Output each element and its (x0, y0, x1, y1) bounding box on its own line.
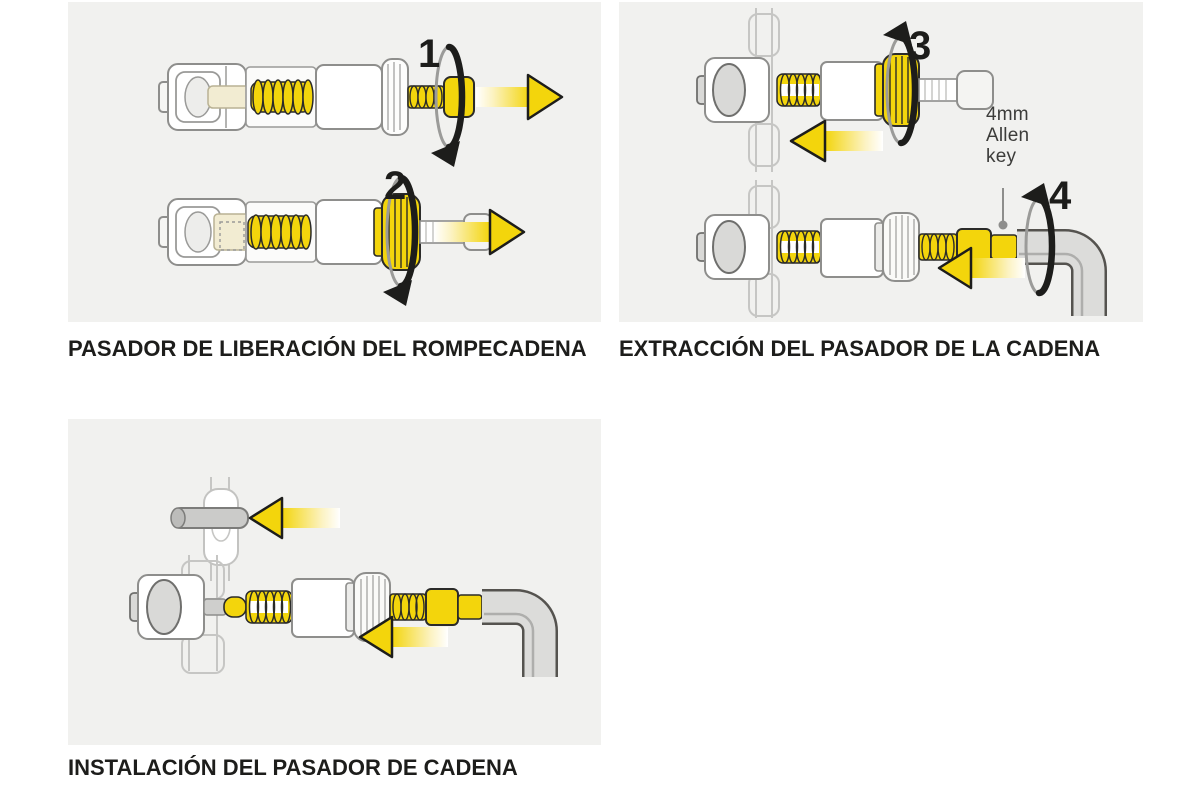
annotation-leader-line (998, 188, 1008, 230)
caption-release-pin: PASADOR DE LIBERACIÓN DEL ROMPECADENA (68, 336, 587, 361)
direction-arrow-left-icon (789, 119, 883, 163)
chain-icon (748, 8, 780, 172)
panel-extraction: 3 4 4mm Allen key (619, 2, 1143, 322)
rotation-arrow-icon (431, 43, 466, 167)
annotation-line: Allen (986, 125, 1030, 146)
chain-tool-icon (129, 572, 483, 642)
chain-pin (170, 507, 249, 529)
allen-key-icon (1017, 229, 1107, 316)
annotation-line: 4mm (986, 104, 1029, 125)
direction-arrow-right-icon (434, 208, 526, 256)
chain-tool-icon (696, 53, 994, 127)
rotation-arrow-icon (383, 174, 419, 306)
release-pin-illustration (158, 43, 564, 306)
rotation-arrow-icon (1021, 183, 1056, 297)
direction-arrow-left-icon (358, 615, 448, 659)
caption-extraction: EXTRACCIÓN DEL PASADOR DE LA CADENA (619, 336, 1101, 361)
step-number: 4 (1049, 174, 1071, 218)
rotation-arrow-icon (883, 21, 919, 147)
caption-installation: INSTALACIÓN DEL PASADOR DE CADENA (68, 755, 518, 780)
step-number: 1 (418, 32, 440, 76)
direction-arrow-right-icon (476, 73, 564, 121)
step-number: 2 (384, 164, 406, 208)
panel-installation (68, 419, 601, 745)
installation-illustration (129, 477, 558, 677)
chain-tool-icon (158, 58, 475, 136)
allen-key-icon (482, 589, 558, 677)
panel-release-pin: 1 2 (68, 2, 601, 322)
extraction-illustration (696, 8, 1107, 318)
chain-tool-icon (696, 212, 1018, 282)
step-number: 3 (909, 24, 931, 68)
direction-arrow-left-icon (937, 246, 1025, 290)
annotation-line: key (986, 146, 1017, 167)
direction-arrow-left-icon (248, 496, 340, 540)
allen-key-annotation: 4mm Allen key (986, 104, 1029, 167)
